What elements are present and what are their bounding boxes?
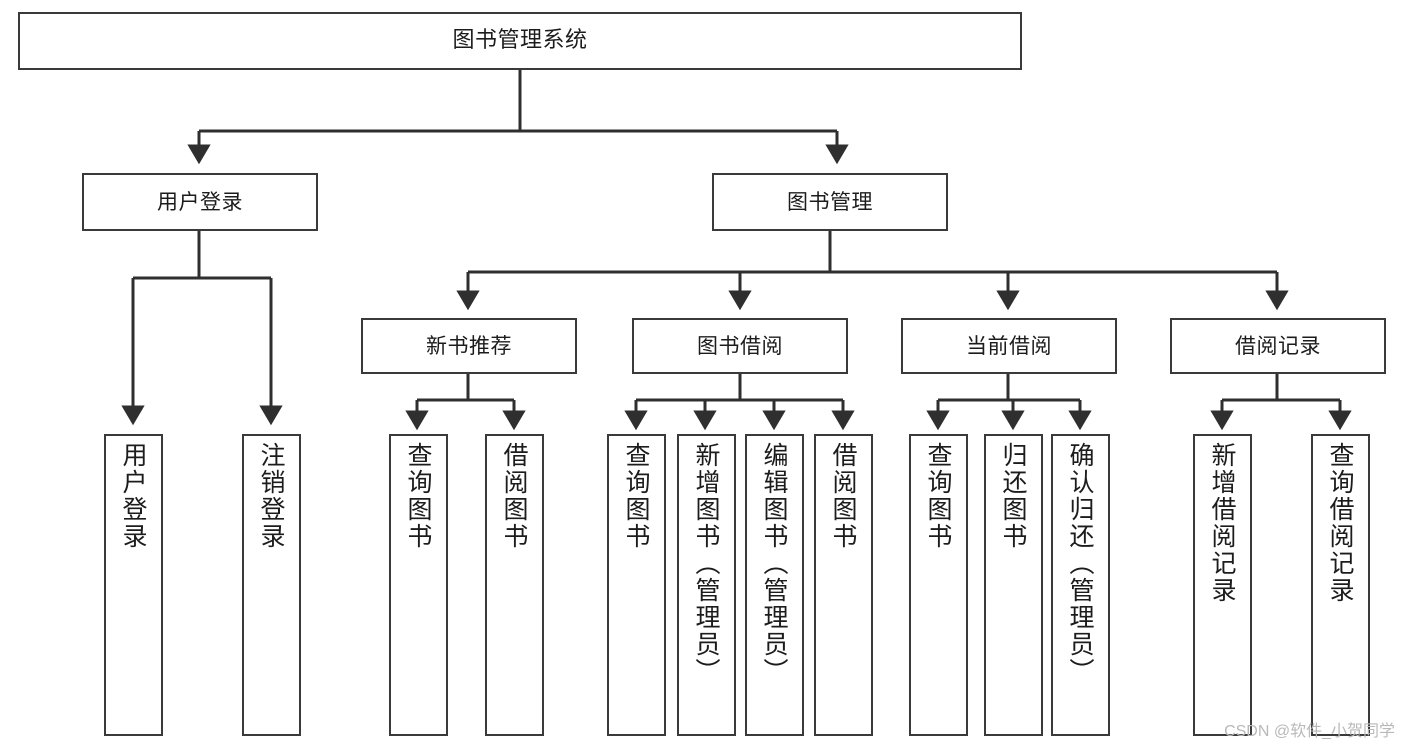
node-leaf-logout-login-label: 注销登录 bbox=[257, 442, 286, 550]
node-leaf-query-borrow-record-label: 查询借阅记录 bbox=[1326, 442, 1355, 604]
node-book-management-label: 图书管理 bbox=[787, 189, 873, 214]
node-leaf-query-book-2[interactable]: 查询图书 bbox=[607, 434, 666, 736]
node-root[interactable]: 图书管理系统 bbox=[18, 12, 1022, 70]
node-leaf-query-book-1[interactable]: 查询图书 bbox=[389, 434, 448, 736]
node-book-borrow[interactable]: 图书借阅 bbox=[632, 318, 848, 374]
node-leaf-confirm-return-admin[interactable]: 确认归还（管理员） bbox=[1051, 434, 1110, 736]
node-leaf-query-book-3[interactable]: 查询图书 bbox=[909, 434, 968, 736]
node-new-book-recommend-label: 新书推荐 bbox=[426, 333, 512, 358]
node-leaf-user-login-label: 用户登录 bbox=[119, 442, 148, 550]
node-leaf-query-book-1-label: 查询图书 bbox=[404, 442, 433, 550]
node-borrow-record[interactable]: 借阅记录 bbox=[1170, 318, 1386, 374]
node-leaf-query-borrow-record[interactable]: 查询借阅记录 bbox=[1311, 434, 1370, 736]
node-leaf-borrow-book-1[interactable]: 借阅图书 bbox=[485, 434, 544, 736]
node-leaf-add-borrow-record-label: 新增借阅记录 bbox=[1208, 442, 1237, 604]
node-book-management[interactable]: 图书管理 bbox=[712, 173, 948, 231]
node-leaf-edit-book-admin[interactable]: 编辑图书（管理员） bbox=[745, 434, 804, 736]
node-leaf-borrow-book-2[interactable]: 借阅图书 bbox=[814, 434, 873, 736]
node-leaf-add-borrow-record[interactable]: 新增借阅记录 bbox=[1193, 434, 1252, 736]
node-book-borrow-label: 图书借阅 bbox=[697, 333, 783, 358]
node-leaf-user-login[interactable]: 用户登录 bbox=[104, 434, 163, 736]
node-leaf-borrow-book-1-label: 借阅图书 bbox=[500, 442, 529, 550]
node-leaf-logout-login[interactable]: 注销登录 bbox=[242, 434, 301, 736]
node-leaf-add-book-admin[interactable]: 新增图书（管理员） bbox=[677, 434, 736, 736]
node-leaf-add-book-admin-label: 新增图书（管理员） bbox=[692, 442, 721, 685]
node-leaf-edit-book-admin-label: 编辑图书（管理员） bbox=[760, 442, 789, 685]
node-leaf-return-book[interactable]: 归还图书 bbox=[984, 434, 1043, 736]
node-leaf-confirm-return-admin-label: 确认归还（管理员） bbox=[1066, 442, 1095, 685]
watermark: CSDN @软件_小贺同学 bbox=[1224, 723, 1395, 740]
node-leaf-query-book-3-label: 查询图书 bbox=[924, 442, 953, 550]
node-root-label: 图书管理系统 bbox=[452, 28, 588, 54]
node-leaf-borrow-book-2-label: 借阅图书 bbox=[829, 442, 858, 550]
node-user-login-label: 用户登录 bbox=[157, 189, 243, 214]
node-leaf-query-book-2-label: 查询图书 bbox=[622, 442, 651, 550]
node-user-login[interactable]: 用户登录 bbox=[82, 173, 318, 231]
node-current-borrow-label: 当前借阅 bbox=[966, 333, 1052, 358]
node-current-borrow[interactable]: 当前借阅 bbox=[901, 318, 1117, 374]
node-new-book-recommend[interactable]: 新书推荐 bbox=[361, 318, 577, 374]
node-borrow-record-label: 借阅记录 bbox=[1235, 333, 1321, 358]
node-leaf-return-book-label: 归还图书 bbox=[999, 442, 1028, 550]
